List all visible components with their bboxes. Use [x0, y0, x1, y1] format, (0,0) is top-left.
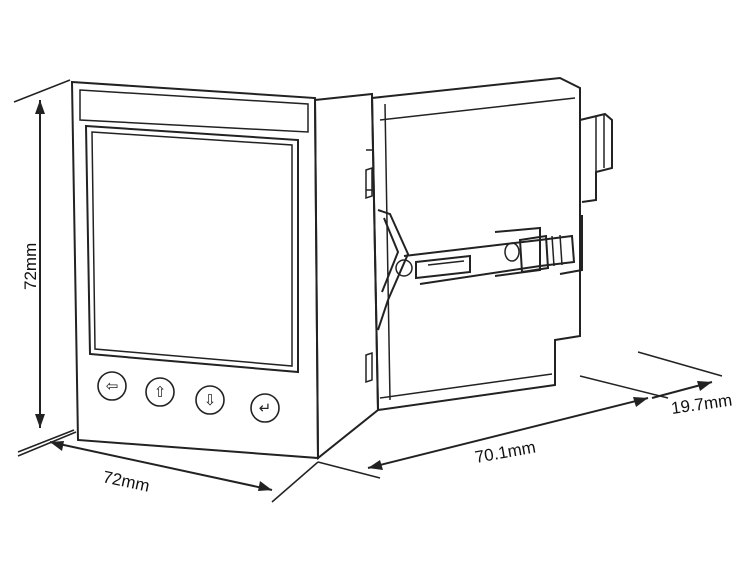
height-dimension: 72mm	[13, 79, 75, 453]
terminal-depth-dimension: 19.7mm	[579, 351, 733, 418]
enter-button[interactable]: ↵	[250, 393, 280, 423]
up-arrow-icon: ⇧	[154, 383, 167, 401]
enter-icon: ↵	[259, 399, 272, 417]
height-label: 72mm	[21, 243, 40, 290]
terminal-block	[559, 112, 613, 275]
width-label: 72mm	[101, 467, 151, 495]
width-dimension: 72mm	[17, 431, 319, 503]
depth-dimension: 70.1mm	[317, 397, 649, 479]
mounting-clip	[377, 209, 576, 331]
down-arrow-icon: ⇩	[204, 391, 217, 409]
front-buttons: ⇦ ⇧ ⇩ ↵	[97, 371, 280, 423]
left-button[interactable]: ⇦	[97, 371, 127, 401]
up-button[interactable]: ⇧	[145, 377, 175, 407]
depth-label: 70.1mm	[473, 438, 537, 467]
bezel-side	[313, 92, 380, 461]
down-button[interactable]: ⇩	[195, 385, 225, 415]
terminal-depth-label: 19.7mm	[670, 391, 733, 418]
left-arrow-icon: ⇦	[106, 377, 119, 395]
front-panel	[70, 80, 320, 460]
